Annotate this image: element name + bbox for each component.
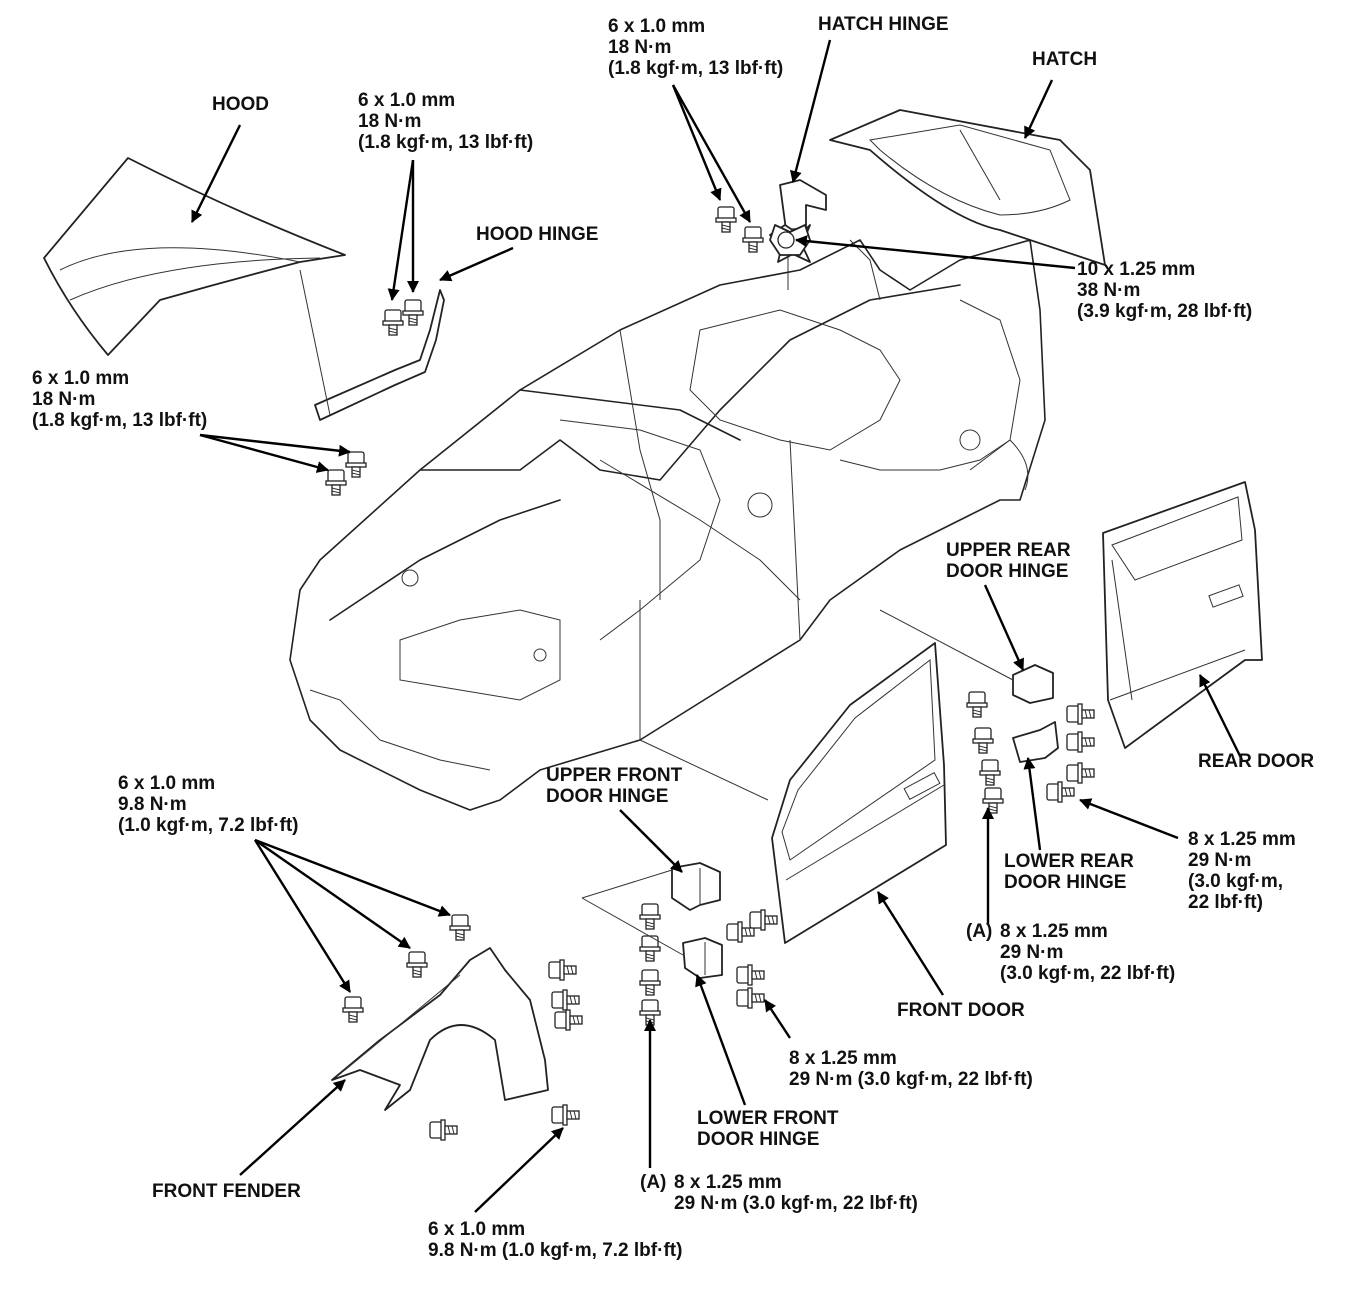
lower-front-door-hinge-part [682,937,723,979]
rear-door-label: REAR DOOR [1198,751,1315,772]
front-door-part [771,642,947,944]
hood-label: HOOD [212,94,269,115]
lower-rear-door-hinge-part [1012,721,1059,763]
front-door-hinge-body-torque-spec: (A)8 x 1.25 mm 29 N·m (3.0 kgf·m, 22 lbf… [640,1172,918,1214]
lower-rear-door-hinge-label: LOWER REAR DOOR HINGE [1004,851,1134,893]
hatch-body-bolt [769,224,811,256]
leader-lines [190,39,1244,1213]
hatch-hinge-label: HATCH HINGE [818,14,949,35]
hatch-label: HATCH [1032,49,1098,70]
fender-bottom-torque-spec: 6 x 1.0 mm 9.8 N·m (1.0 kgf·m, 7.2 lbf·f… [428,1219,683,1261]
hood-hinge-part [299,269,445,421]
upper-front-door-hinge-part [671,862,721,911]
car-body-shell [289,239,1046,811]
front-fender-label: FRONT FENDER [152,1181,301,1202]
front-fender-bolts [342,914,583,1141]
fender-top-torque-spec: 6 x 1.0 mm 9.8 N·m (1.0 kgf·m, 7.2 lbf·f… [118,773,299,836]
front-door-label: FRONT DOOR [897,1000,1025,1021]
hatch-hinge-torque-spec: 6 x 1.0 mm 18 N·m (1.8 kgf·m, 13 lbf·ft) [608,16,784,79]
front-fender-part [331,947,549,1111]
upper-rear-door-hinge-label: UPPER REAR DOOR HINGE [946,540,1071,582]
hood-hinge-label: HOOD HINGE [476,224,599,245]
lower-front-door-hinge-label: LOWER FRONT DOOR HINGE [697,1108,839,1150]
hatch-part [829,109,1106,266]
upper-rear-door-hinge-part [1012,664,1054,704]
rear-door-part [1102,481,1263,749]
hood-part [43,157,346,356]
hood-hinge-lower-torque-spec: 6 x 1.0 mm 18 N·m (1.8 kgf·m, 13 lbf·ft) [32,368,208,431]
hood-hinge-top-torque-spec: 6 x 1.0 mm 18 N·m (1.8 kgf·m, 13 lbf·ft) [358,90,534,153]
front-door-hinge-door-torque-spec: 8 x 1.25 mm 29 N·m (3.0 kgf·m, 22 lbf·ft… [789,1048,1033,1090]
rear-door-hinge-body-torque-spec: (A)8 x 1.25 mm 29 N·m (3.0 kgf·m, 22 lbf… [966,921,1176,984]
hatch-body-torque-spec: 10 x 1.25 mm 38 N·m (3.9 kgf·m, 28 lbf·f… [1077,259,1253,322]
upper-front-door-hinge-label: UPPER FRONT DOOR HINGE [546,765,683,807]
rear-door-hinge-door-torque-spec: 8 x 1.25 mm 29 N·m (3.0 kgf·m, 22 lbf·ft… [1188,829,1296,913]
